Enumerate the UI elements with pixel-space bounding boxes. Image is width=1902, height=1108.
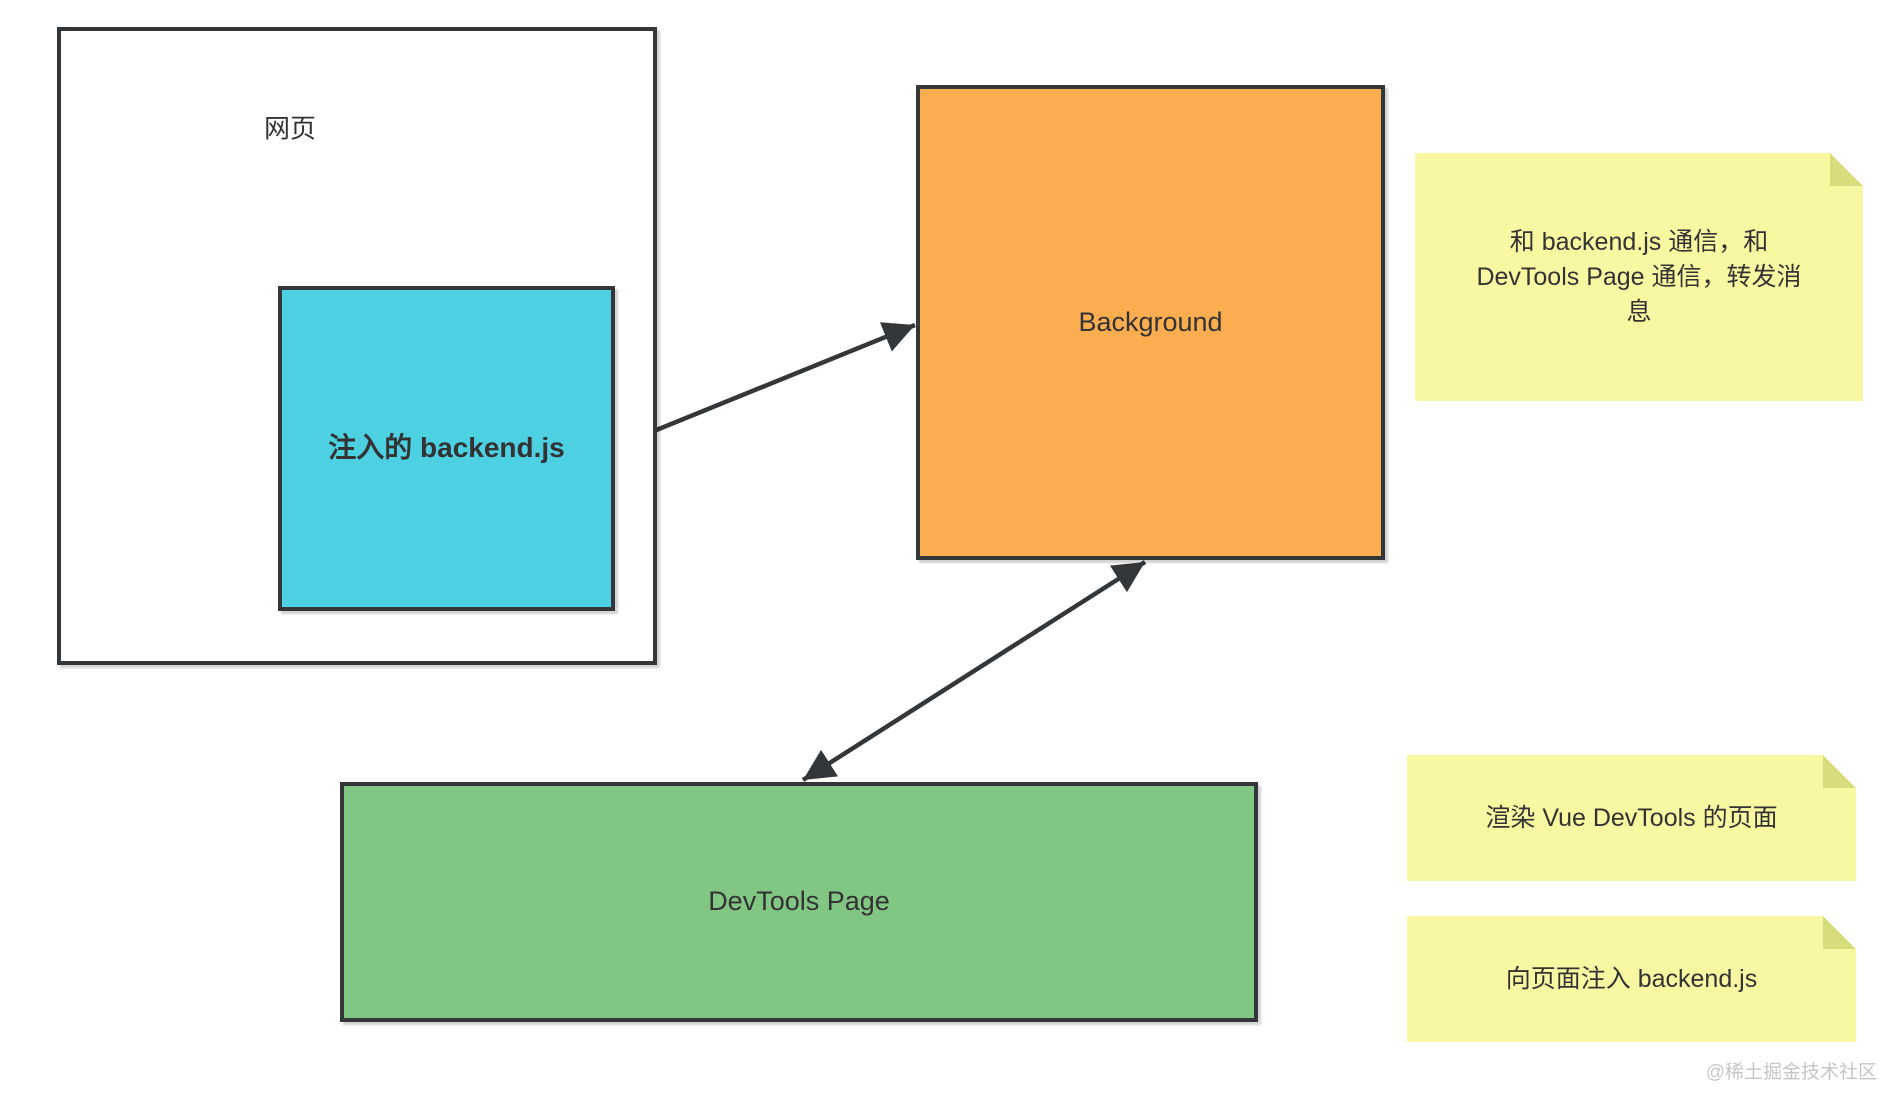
note-inject-backend-text: 向页面注入 backend.js xyxy=(1505,964,1758,993)
arrow-backend-background xyxy=(621,322,916,447)
note-background-communication: 和 backend.js 通信，和 DevTools Page 通信，转发消 息 xyxy=(1415,153,1863,401)
devtools-page-box: DevTools Page xyxy=(340,782,1258,1022)
watermark: @稀土掘金技术社区 xyxy=(1705,1062,1877,1083)
background-label: Background xyxy=(1078,306,1223,337)
injected-backend-label: 注入的 backend.js xyxy=(328,432,565,464)
webpage-label: 网页 xyxy=(263,113,317,144)
injected-backend-box: 注入的 backend.js xyxy=(278,286,615,611)
note-render-devtools: 渲染 Vue DevTools 的页面 xyxy=(1407,755,1856,881)
note-fold-icon xyxy=(1823,916,1856,949)
devtools-page-label: DevTools Page xyxy=(708,886,890,917)
note-inject-backend: 向页面注入 backend.js xyxy=(1407,916,1856,1042)
note-fold-icon xyxy=(1823,755,1856,788)
note-background-communication-text: 和 backend.js 通信，和 DevTools Page 通信，转发消 息 xyxy=(1476,227,1802,326)
arrow-background-devtools xyxy=(801,560,1147,782)
note-fold-icon xyxy=(1830,153,1863,186)
note-render-devtools-text: 渲染 Vue DevTools 的页面 xyxy=(1485,803,1778,832)
background-box: Background xyxy=(916,85,1385,560)
